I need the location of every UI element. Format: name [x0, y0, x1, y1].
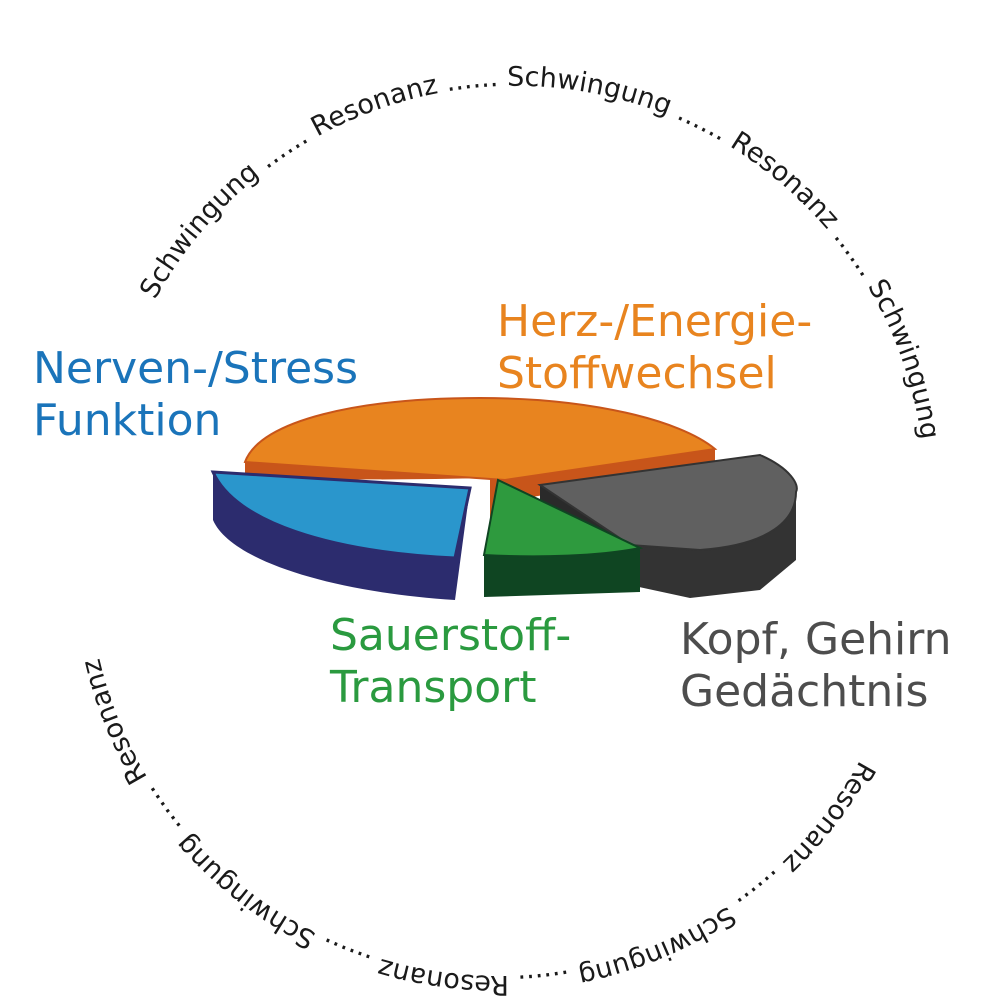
label-kopf-gehirn: Kopf, Gehirn Gedächtnis — [680, 614, 951, 718]
pie-slice-nerven-side — [213, 472, 470, 600]
pie-slice-kopf-side — [630, 492, 796, 598]
label-sauer-line1: Sauerstoff- — [330, 610, 572, 661]
pie-slice-herz-top — [243, 396, 718, 482]
label-sauerstoff: Sauerstoff- Transport — [330, 610, 571, 714]
label-herz-line2: Stoffwechsel — [497, 348, 777, 399]
pie-slice-sauer-side — [484, 548, 640, 597]
label-herz-line1: Herz-/Energie- — [497, 296, 813, 347]
label-sauer-line2: Transport — [330, 662, 537, 713]
pie-chart — [210, 396, 798, 600]
pie-slice-nerven-top — [210, 470, 472, 560]
label-kopf-line2: Gedächtnis — [680, 666, 929, 717]
label-nerven-line1: Nerven-/Stress — [33, 343, 358, 394]
pie-slice-kopf-top — [537, 453, 798, 552]
pie-slice-sauer-top — [482, 478, 644, 558]
label-kopf-line1: Kopf, Gehirn — [680, 614, 952, 665]
label-herz-energie: Herz-/Energie- Stoffwechsel — [497, 296, 812, 400]
label-nerven-stress: Nerven-/Stress Funktion — [33, 343, 358, 447]
label-nerven-line2: Funktion — [33, 395, 222, 446]
